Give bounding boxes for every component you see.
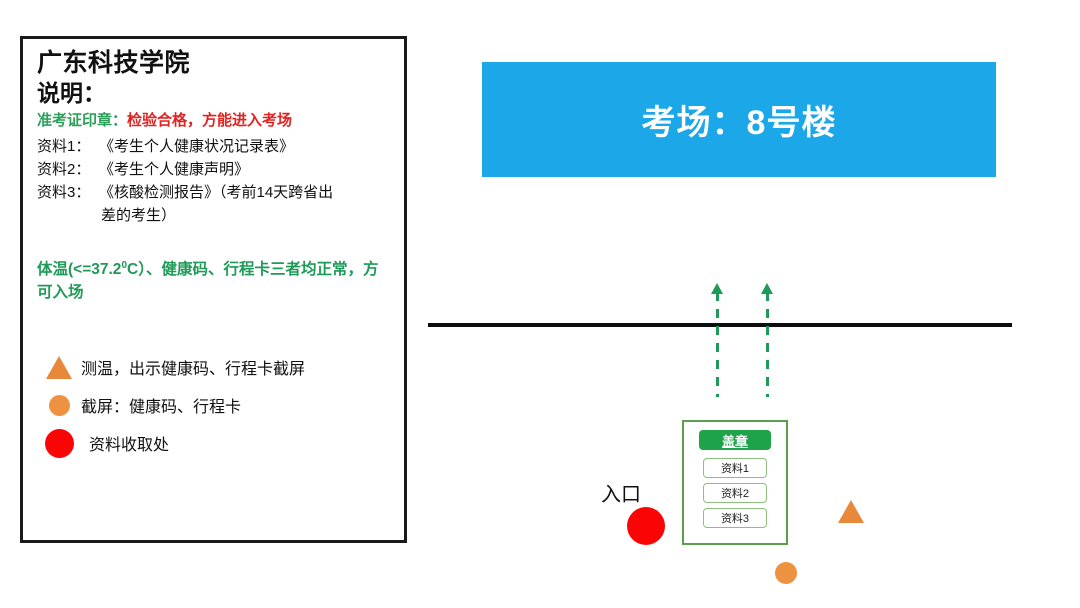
circle-icon bbox=[37, 428, 81, 458]
circle-icon bbox=[37, 394, 81, 416]
document-chip[interactable]: 资料3 bbox=[703, 508, 767, 528]
document-value: 《考生个人健康状况记录表》 bbox=[99, 137, 295, 155]
admission-stamp-value: 检验合格，方能进入考场 bbox=[127, 112, 293, 130]
document-key: 资料1： bbox=[37, 137, 91, 155]
checkpoint-station: 盖章 资料1 资料2 资料3 bbox=[682, 420, 788, 545]
temperature-notice-prefix: 体温(<=37.2 bbox=[37, 260, 122, 278]
screenshot-check-circle bbox=[775, 562, 797, 584]
temperature-check-triangle bbox=[838, 500, 864, 523]
document-chip[interactable]: 资料1 bbox=[703, 458, 767, 478]
document-item: 资料2： 《考生个人健康声明》 bbox=[37, 158, 392, 181]
exam-venue-banner: 考场：8号楼 bbox=[482, 62, 996, 177]
document-item: 资料3： 《核酸检测报告》（考前14天跨省出 bbox=[37, 181, 392, 204]
document-value: 《核酸检测报告》（考前14天跨省出 bbox=[99, 184, 334, 202]
legend-item-label: 截屏：健康码、行程卡 bbox=[81, 399, 242, 417]
flow-arrow-right bbox=[761, 283, 773, 397]
stamp-button[interactable]: 盖章 bbox=[699, 430, 771, 450]
document-key: 资料3： bbox=[37, 184, 91, 202]
triangle-icon bbox=[37, 355, 81, 379]
temperature-notice-suffix: C）、健康码、行程卡三者均正常，方可入场 bbox=[37, 260, 379, 301]
entrance-label: 入口 bbox=[601, 484, 641, 506]
exam-venue-banner-text: 考场：8号楼 bbox=[641, 104, 837, 142]
legend-item: 测温，出示健康码、行程卡截屏 bbox=[37, 348, 392, 386]
admission-stamp-label: 准考证印章： bbox=[37, 112, 128, 130]
instruction-panel: 广东科技学院 说明： 准考证印章：检验合格，方能进入考场 资料1： 《考生个人健… bbox=[20, 36, 407, 543]
instructions-heading: 说明： bbox=[37, 79, 106, 106]
document-key: 资料2： bbox=[37, 160, 91, 178]
legend: 测温，出示健康码、行程卡截屏 截屏：健康码、行程卡 资料收取处 bbox=[37, 348, 392, 462]
document-value: 《考生个人健康声明》 bbox=[99, 160, 250, 178]
document-collection-circle bbox=[627, 507, 665, 545]
legend-item: 资料收取处 bbox=[37, 424, 392, 462]
venue-boundary-line bbox=[428, 323, 1012, 327]
document-item: 资料1： 《考生个人健康状况记录表》 bbox=[37, 135, 392, 158]
flow-arrow-left bbox=[711, 283, 723, 397]
organization-title: 广东科技学院 bbox=[37, 49, 191, 77]
admission-stamp-line: 准考证印章：检验合格，方能进入考场 bbox=[37, 111, 392, 131]
document-value-continuation: 差的考生） bbox=[101, 207, 177, 225]
legend-item-label: 测温，出示健康码、行程卡截屏 bbox=[81, 361, 306, 379]
temperature-notice-superscript: 0 bbox=[121, 259, 127, 271]
legend-item: 截屏：健康码、行程卡 bbox=[37, 386, 392, 424]
document-chip[interactable]: 资料2 bbox=[703, 483, 767, 503]
temperature-notice: 体温(<=37.20C）、健康码、行程卡三者均正常，方可入场 bbox=[37, 258, 392, 305]
legend-item-label: 资料收取处 bbox=[89, 437, 170, 455]
